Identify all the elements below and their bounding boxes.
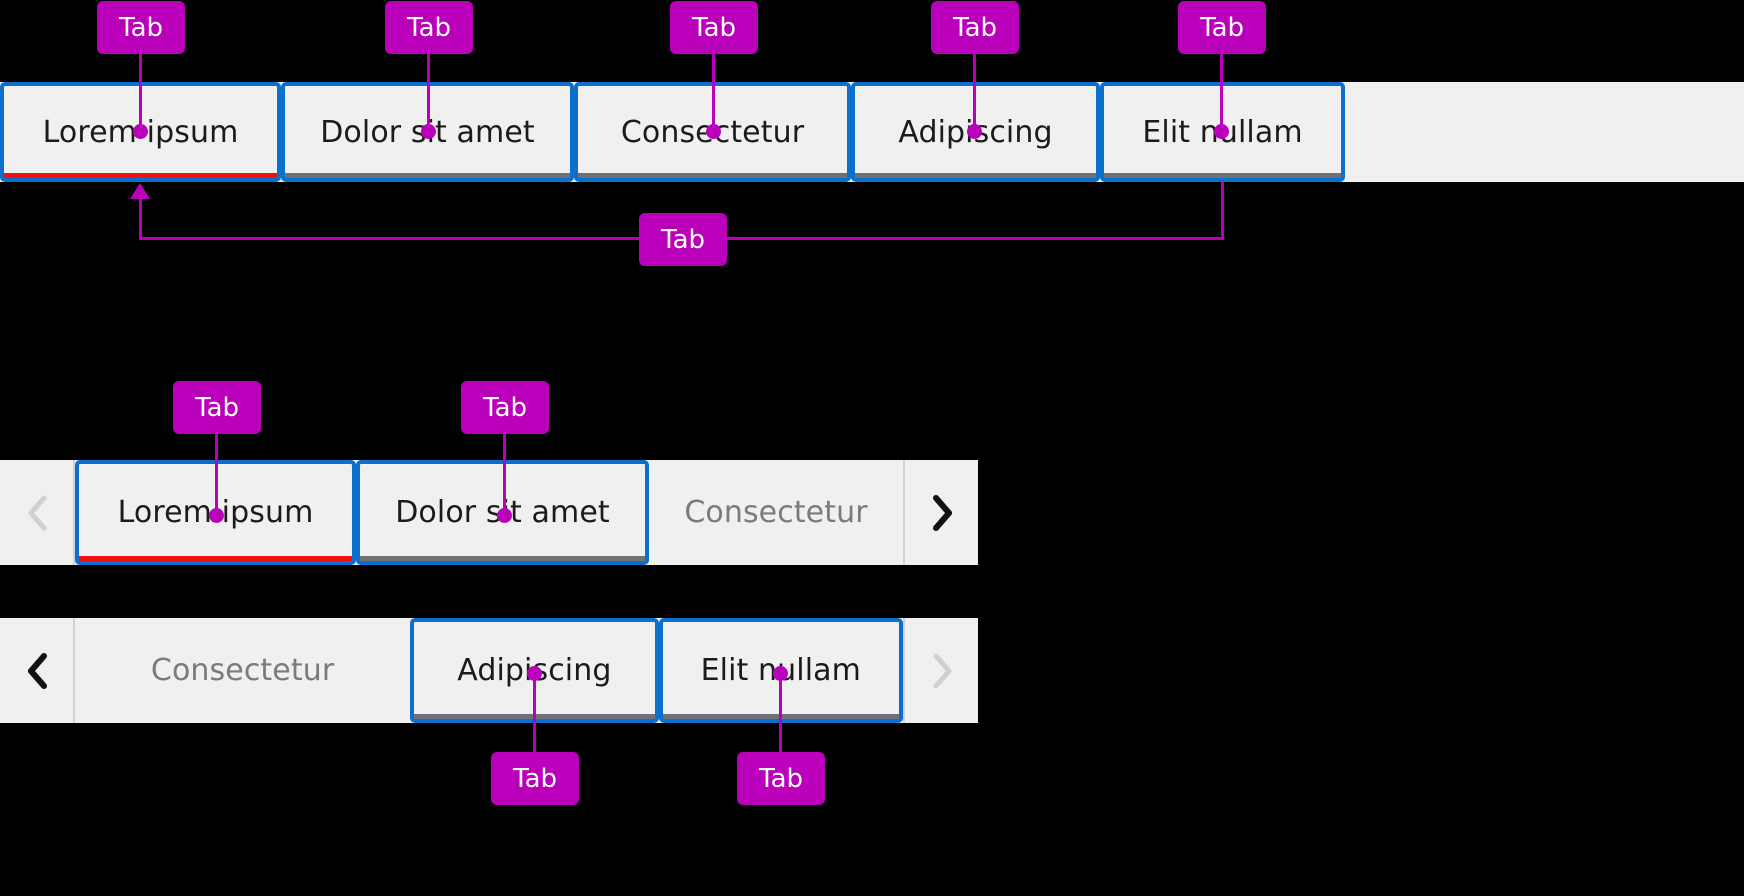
annotation-leader-tabstrip-v-left	[139, 199, 142, 238]
annotation-leader-top-tab-3	[712, 54, 715, 132]
annotation-dot-middle-tab-1	[209, 508, 224, 523]
middle-tab-consectetur[interactable]: Consectetur	[649, 460, 903, 565]
annotation-leader-top-tab-4	[973, 54, 976, 132]
bottom-tabstrip[interactable]: Consectetur Adipiscing Elit nullam	[0, 618, 978, 723]
annotation-badge-top-tab-4: Tab	[931, 1, 1019, 54]
annotation-badge-top-tab-1: Tab	[97, 1, 185, 54]
annotation-dot-bottom-tab-adipiscing	[527, 666, 542, 681]
annotation-leader-top-tab-1	[139, 54, 142, 132]
annotation-dot-top-tab-1	[133, 124, 148, 139]
middle-tabstrip[interactable]: Lorem ipsum Dolor sit amet Consectetur	[0, 460, 978, 565]
annotation-leader-tabstrip-v-right	[1221, 182, 1224, 238]
annotation-badge-top-tab-5: Tab	[1178, 1, 1266, 54]
annotation-badge-top-tab-3: Tab	[670, 1, 758, 54]
tab-label: Consectetur	[150, 653, 335, 688]
middle-scroll-next-button[interactable]	[903, 460, 978, 565]
tab-label: Consectetur	[684, 495, 868, 530]
annotation-badge-top-tab-2: Tab	[385, 1, 473, 54]
annotation-badge-top-tabstrip: Tab	[639, 213, 727, 266]
annotation-leader-middle-tab-2	[503, 434, 506, 516]
chevron-right-icon	[929, 651, 955, 691]
annotation-arrow-tabstrip	[130, 183, 150, 199]
top-tabstrip-filler	[1345, 82, 1744, 182]
annotation-badge-bottom-tab-elit-nullam: Tab	[737, 752, 825, 805]
annotation-leader-top-tab-2	[427, 54, 430, 132]
annotation-leader-top-tab-5	[1220, 54, 1223, 132]
annotation-badge-middle-tab-1: Tab	[173, 381, 261, 434]
chevron-right-icon	[929, 493, 955, 533]
chevron-left-icon	[24, 651, 50, 691]
annotation-badge-bottom-tab-adipiscing: Tab	[491, 752, 579, 805]
top-tabstrip[interactable]: Lorem ipsum Dolor sit amet Consectetur A…	[0, 82, 1744, 182]
annotation-leader-bottom-tab-adipiscing	[533, 673, 536, 753]
annotation-dot-middle-tab-2	[497, 508, 512, 523]
annotation-leader-middle-tab-1	[215, 434, 218, 516]
annotation-badge-middle-tab-2: Tab	[461, 381, 549, 434]
annotation-leader-bottom-tab-elit-nullam	[779, 673, 782, 753]
annotation-dot-top-tab-3	[706, 124, 721, 139]
bottom-scroll-prev-button[interactable]	[0, 618, 75, 723]
annotation-dot-top-tab-4	[967, 124, 982, 139]
middle-scroll-prev-button[interactable]	[0, 460, 75, 565]
bottom-tab-consectetur[interactable]: Consectetur	[75, 618, 411, 723]
chevron-left-icon	[24, 493, 50, 533]
annotation-dot-top-tab-5	[1214, 124, 1229, 139]
bottom-scroll-next-button[interactable]	[903, 618, 978, 723]
annotation-dot-bottom-tab-elit-nullam	[773, 666, 788, 681]
annotation-dot-top-tab-2	[421, 124, 436, 139]
